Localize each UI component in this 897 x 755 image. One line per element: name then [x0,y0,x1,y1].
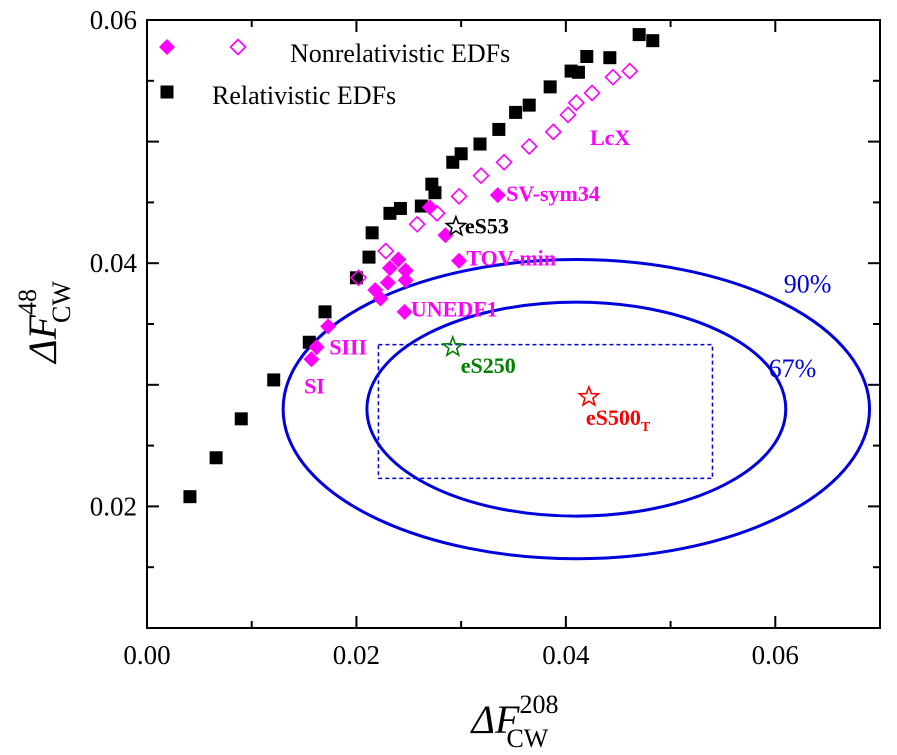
x-tick-label: 0.06 [752,640,799,670]
relativistic-point [267,373,281,387]
nonrelativistic-point [489,187,506,204]
legend-marker-rel [160,85,174,99]
nonrelativistic-point [437,227,454,244]
y-tick-label: 0.02 [90,491,137,521]
nonrelativistic-point [421,199,438,216]
y-tick-label: 0.04 [90,248,138,278]
relativistic-point [209,451,223,465]
relativistic-point [183,490,197,504]
nonrelativistic-point [320,318,337,335]
relativistic-point [393,201,407,215]
nonrelativistic-open-point [472,167,490,185]
star-label-es500: eS500T [586,405,651,435]
nonrelativistic-open-point [544,123,562,141]
y-axis-title-sub: CW [47,281,76,323]
nonrelativistic-point [372,290,389,307]
y-axis-title-main: ΔF [20,314,65,364]
nonrelativistic-point [303,351,320,368]
x-tick-label: 0.00 [123,640,170,670]
y-axis-title-sup: 48 [13,289,42,315]
x-axis-title-sub: CW [506,724,548,753]
nonrelativistic-open-point [349,269,368,287]
point-label-siii: SIII [329,334,367,359]
confidence-ellipse-90pct [281,258,872,561]
relativistic-point [632,28,646,42]
relativistic-point [580,49,594,63]
relativistic-point [646,34,660,48]
relativistic-point [473,137,487,151]
nonrelativistic-point [397,262,414,279]
x-tick-label: 0.04 [542,640,590,670]
nonrelativistic-open-point [520,137,538,156]
y-tick-label: 0.06 [90,5,137,35]
legend-label-relativistic: Relativistic EDFs [212,81,396,110]
star-label-es53: eS53 [465,214,509,239]
nonrelativistic-point [379,274,396,291]
relativistic-point [492,122,506,136]
nonrelativistic-open-point [408,215,426,233]
relativistic-point [509,105,523,119]
nonrelativistic-point [390,251,407,268]
nonrelativistic-open-point [559,106,577,124]
point-label-lcx: LcX [590,125,630,150]
nonrelativistic-open-point [567,94,585,112]
point-label-tov-min: TOV-min [466,246,556,271]
ellipse-label-90pct: 90% [784,269,832,298]
nonrelativistic-open-point [495,153,513,171]
star-es500 [577,384,601,407]
nonrelativistic-open-point [377,242,395,260]
nonrelativistic-point [451,252,468,269]
uncertainty-rectangle [377,343,714,480]
x-tick-label: 0.02 [333,640,380,670]
relativistic-point [571,65,585,79]
nonrelativistic-point [397,272,414,289]
point-label-sv-sym34: SV-sym34 [506,181,600,206]
x-axis-title-sup: 208 [519,690,558,719]
point-label-si: SI [304,373,325,398]
legend-marker-nonrel-filled [159,39,175,55]
star-es53 [444,214,468,237]
nonrelativistic-open-point [621,62,639,80]
x-axis-title-main: ΔF [470,697,520,742]
nonrelativistic-open-point [450,187,468,205]
nonrelativistic-open-point [583,84,601,102]
relativistic-point [428,186,442,200]
legend-marker-nonrel-open [229,38,247,56]
relativistic-point [603,51,617,65]
nonrelativistic-point [308,339,325,356]
nonrelativistic-point [396,303,413,320]
ellipse-label-67pct: 67% [769,354,817,383]
legend-label-nonrelativistic: Nonrelativistic EDFs [290,39,510,68]
relativistic-point [318,305,332,319]
relativistic-point [365,226,379,240]
star-label-es250: eS250 [461,353,516,378]
nonrelativistic-point [381,260,398,277]
nonrelativistic-open-point [428,204,446,222]
relativistic-point [543,80,557,94]
relativistic-point [454,147,468,161]
relativistic-point [383,206,397,220]
relativistic-point [362,250,376,264]
confidence-ellipse-67pct [365,300,788,518]
point-label-unedf1: UNEDF1 [411,297,498,322]
star-es250 [441,334,465,358]
relativistic-point [522,98,536,112]
nonrelativistic-open-point [604,68,622,86]
legend: Nonrelativistic EDFs Relativistic EDFs [159,38,510,110]
relativistic-point [234,412,248,426]
